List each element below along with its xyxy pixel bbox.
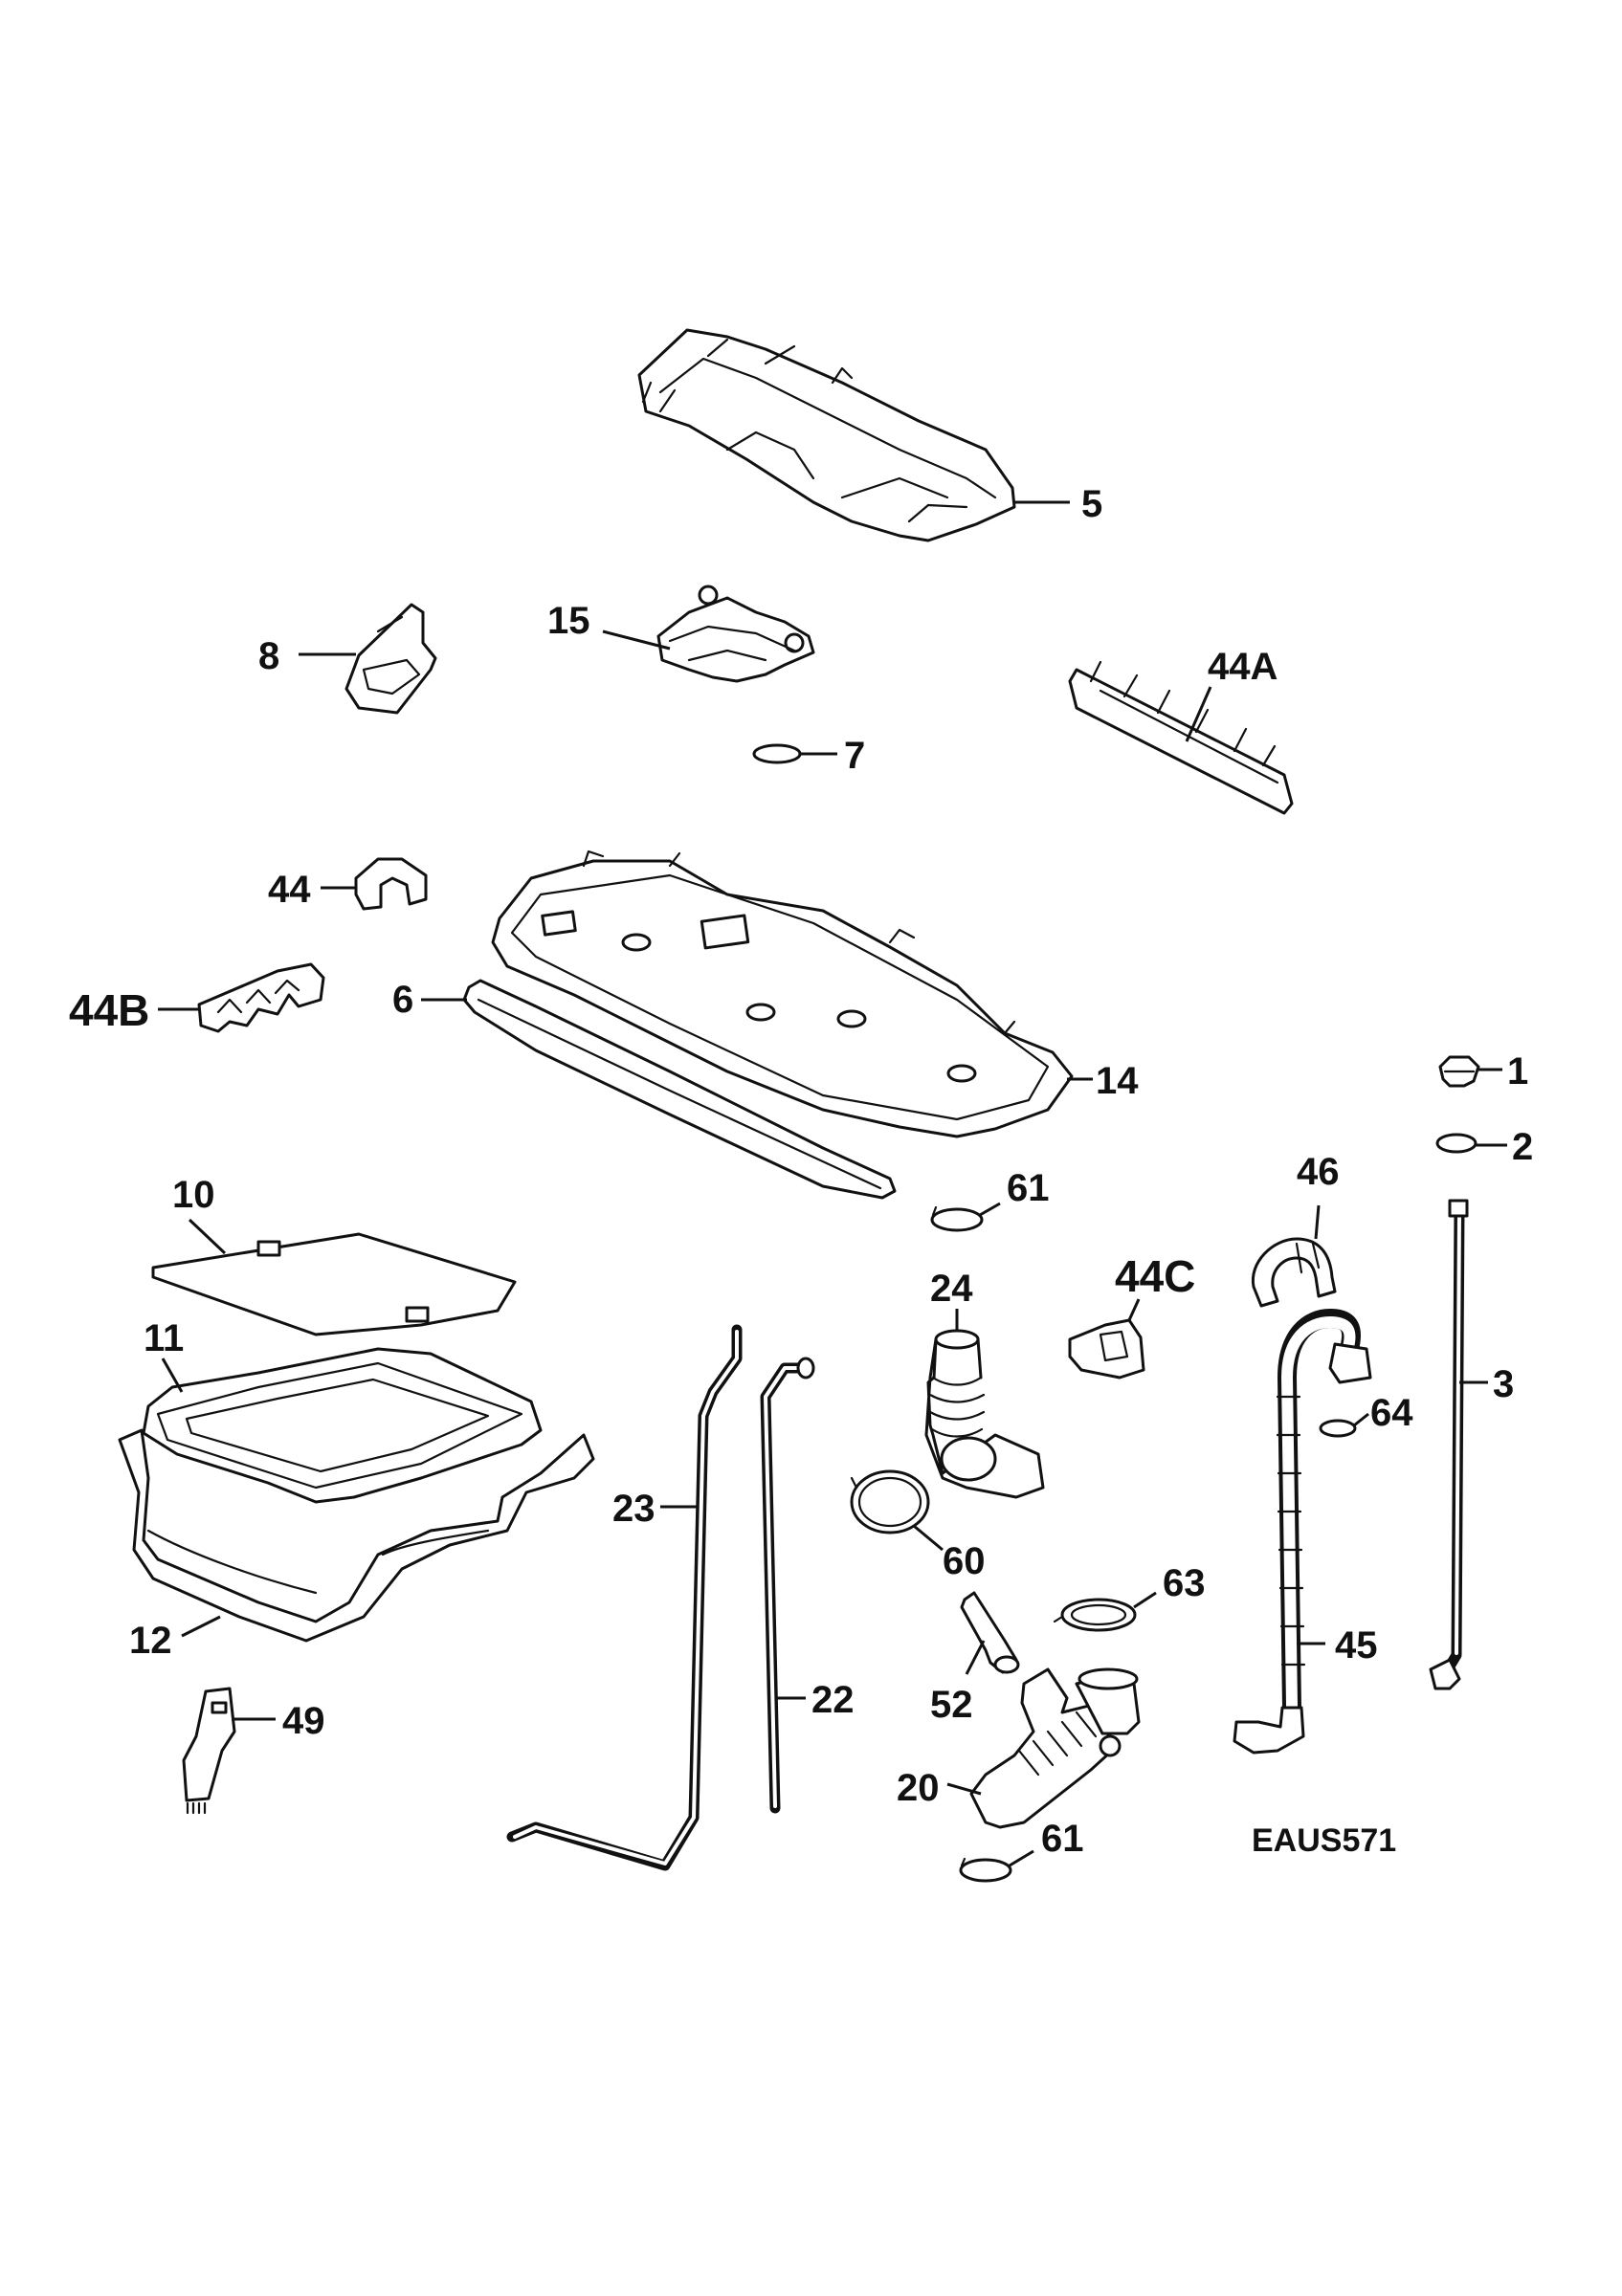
callout-10: 10 bbox=[172, 1174, 215, 1216]
callout-52: 52 bbox=[930, 1684, 973, 1726]
callout-7: 7 bbox=[844, 735, 865, 777]
leader-15 bbox=[602, 629, 671, 651]
part-11-tub-cover-ring bbox=[142, 1347, 543, 1504]
part-44c-bracket bbox=[1068, 1318, 1145, 1380]
part-12-tub-seal bbox=[118, 1428, 595, 1643]
part-5-control-panel-bracket bbox=[637, 328, 1016, 542]
part-22-hose bbox=[760, 1357, 815, 1814]
part-64-small-clamp bbox=[1319, 1419, 1357, 1438]
part-63-clamp bbox=[1053, 1598, 1137, 1632]
callout-64: 64 bbox=[1370, 1392, 1413, 1434]
part-60-clamp-ring bbox=[850, 1469, 930, 1534]
callout-14: 14 bbox=[1096, 1060, 1139, 1102]
part-45-drain-hose bbox=[1233, 1309, 1372, 1755]
part-44a-wire-rail bbox=[1068, 660, 1294, 815]
callout-49: 49 bbox=[282, 1700, 325, 1742]
callout-63: 63 bbox=[1163, 1562, 1206, 1604]
callout-44b: 44B bbox=[69, 985, 149, 1035]
part-8-latch-clip bbox=[344, 603, 437, 715]
part-10-lid-panel bbox=[151, 1232, 517, 1336]
callout-60: 60 bbox=[943, 1540, 986, 1582]
part-44b-multi-clip bbox=[197, 962, 325, 1033]
callout-44: 44 bbox=[268, 869, 311, 911]
part-46-hose-hook bbox=[1251, 1237, 1337, 1308]
callout-3: 3 bbox=[1493, 1363, 1514, 1405]
callout-61a: 61 bbox=[1007, 1167, 1050, 1209]
part-49-lint-brush bbox=[182, 1687, 236, 1815]
part-44-cable-clip bbox=[354, 857, 428, 911]
callout-44a: 44A bbox=[1208, 646, 1278, 688]
callout-44c: 44C bbox=[1115, 1251, 1195, 1301]
callout-6: 6 bbox=[392, 979, 413, 1021]
callout-8: 8 bbox=[258, 635, 279, 677]
part-1-cap bbox=[1438, 1055, 1480, 1088]
leader-61a bbox=[979, 1202, 1001, 1217]
callout-5: 5 bbox=[1081, 483, 1102, 525]
part-3-inlet-hose bbox=[1429, 1199, 1469, 1690]
part-14-base-panel bbox=[491, 850, 1074, 1138]
callout-2: 2 bbox=[1512, 1126, 1533, 1168]
leader-12 bbox=[181, 1615, 221, 1638]
callout-12: 12 bbox=[129, 1620, 172, 1662]
callout-61b: 61 bbox=[1041, 1818, 1084, 1860]
callout-20: 20 bbox=[897, 1767, 940, 1809]
part-24-bellows-connector bbox=[924, 1329, 1045, 1499]
part-20-sump-hose bbox=[969, 1667, 1141, 1829]
part-61-lower-clamp bbox=[959, 1857, 1012, 1883]
drawing-code: EAUS571 bbox=[1252, 1822, 1396, 1859]
callout-46: 46 bbox=[1297, 1151, 1340, 1193]
leader-11 bbox=[161, 1358, 184, 1393]
leader-63 bbox=[1133, 1591, 1157, 1609]
callout-45: 45 bbox=[1335, 1624, 1378, 1667]
leader-52 bbox=[965, 1640, 986, 1675]
leader-64 bbox=[1353, 1412, 1369, 1427]
leader-61b bbox=[1009, 1849, 1034, 1867]
leader-10 bbox=[188, 1218, 227, 1255]
part-6-trim-strip bbox=[462, 979, 897, 1200]
leader-46 bbox=[1314, 1204, 1321, 1240]
callout-23: 23 bbox=[612, 1488, 655, 1530]
callout-11: 11 bbox=[144, 1317, 184, 1359]
callout-22: 22 bbox=[811, 1679, 855, 1721]
leader-20 bbox=[946, 1782, 982, 1796]
callout-24: 24 bbox=[930, 1268, 973, 1310]
leader-44a bbox=[1185, 686, 1212, 742]
leader-60 bbox=[913, 1524, 944, 1552]
part-15-valve-assembly bbox=[656, 585, 815, 683]
callout-1: 1 bbox=[1507, 1050, 1528, 1093]
part-52-nozzle bbox=[960, 1591, 1020, 1674]
part-23-drain-hose bbox=[506, 1324, 743, 1871]
part-7-o-ring bbox=[752, 743, 802, 764]
leader-44c bbox=[1127, 1298, 1141, 1321]
callout-15: 15 bbox=[547, 600, 590, 642]
part-61-upper-clamp bbox=[930, 1205, 984, 1232]
part-2-washer bbox=[1435, 1133, 1478, 1154]
